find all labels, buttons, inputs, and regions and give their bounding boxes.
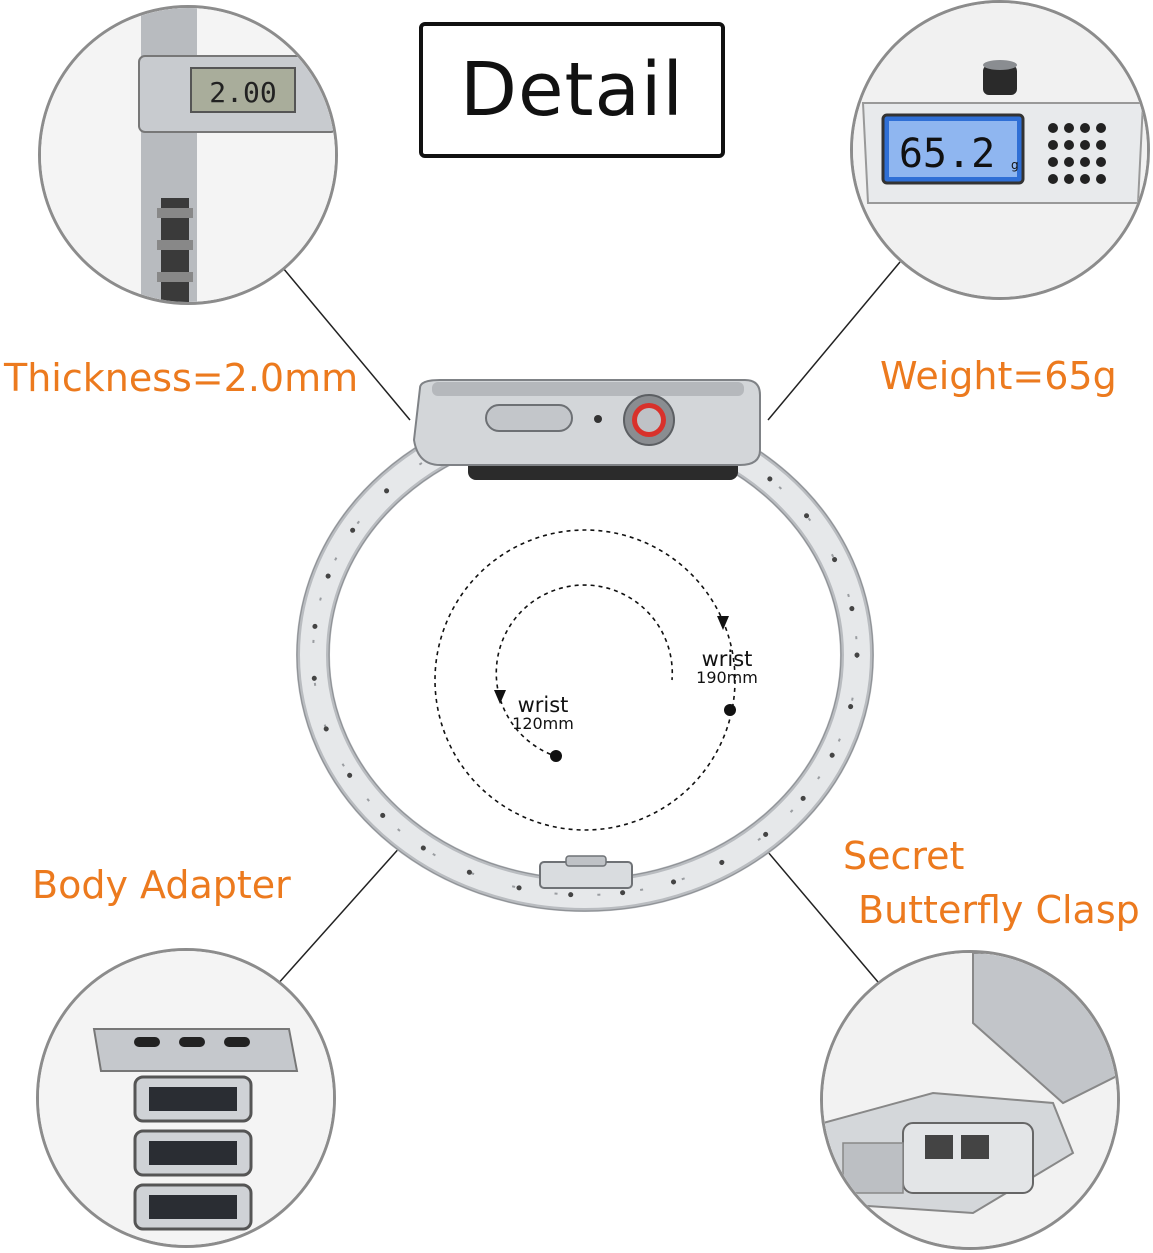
thickness-label: Thickness=2.0mm [4,356,359,400]
watch-case [412,379,761,480]
caliper-detail-circle: 2.00 [38,5,338,305]
clasp-label-line2: Butterfly Clasp [858,888,1140,932]
wrist-small-size: 120mm [512,714,574,734]
page-title: Detail [460,47,684,133]
scale-detail-circle: 65.2 g [850,0,1150,300]
arrowhead-large [717,616,729,630]
scale-readout: 65.2 [899,131,995,177]
adapter-image [39,951,333,1245]
adapter-detail-circle [36,948,336,1248]
clasp-bottom [539,855,633,889]
clasp-detail-circle [820,950,1120,1250]
clasp-label-line1: Secret [843,834,965,878]
weight-label: Weight=65g [880,354,1117,398]
scale-unit: g [1011,158,1019,172]
title-box: Detail [419,22,725,158]
arrowhead-small [494,690,506,704]
wrist-large-word: wrist [701,647,753,671]
dot-large [724,704,736,716]
wrist-arcs [434,529,736,831]
caliper-image: 2.00 [41,8,335,302]
scale-image: 65.2 g [853,3,1147,297]
body-adapter-label: Body Adapter [32,863,291,907]
clasp-image [823,953,1117,1247]
wrist-large-label: wrist 190mm [692,648,762,687]
caliper-readout: 2.00 [209,76,276,109]
wrist-large-size: 190mm [696,668,758,688]
wrist-small-word: wrist [517,693,569,717]
dot-small [550,750,562,762]
wrist-small-label: wrist 120mm [508,694,578,733]
